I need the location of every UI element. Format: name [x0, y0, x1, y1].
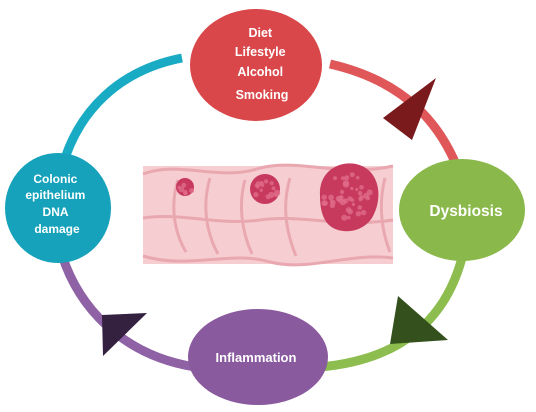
node-inflammation-bubble: [188, 309, 328, 405]
node-diet-lifestyle: Diet Lifestyle Alcohol Smoking: [190, 9, 322, 121]
node-epithelium-label: epithelium: [25, 188, 85, 202]
polyp-bump: [357, 190, 363, 196]
node-dysbiosis-bubble: [399, 159, 525, 261]
polyp-bump: [328, 194, 334, 201]
node-inflammation: Inflammation: [188, 309, 328, 405]
polyp-bump: [358, 195, 364, 201]
polyp-bump: [341, 176, 345, 181]
polyp-bump: [265, 194, 271, 200]
polyp-bump: [357, 205, 363, 210]
polyp-bump: [321, 194, 327, 200]
node-alcohol-label: Alcohol: [237, 65, 283, 79]
polyp-bump: [333, 176, 337, 181]
polyp-medium: [250, 174, 280, 204]
polyp-bump: [343, 198, 349, 204]
node-smoking-label: Smoking: [236, 88, 289, 102]
node-diet-lifestyle-bubble: [190, 9, 322, 121]
polyp-bump: [253, 192, 259, 198]
polyp-bump: [263, 179, 269, 184]
node-dna-label: DNA: [43, 205, 69, 219]
polyp-bump: [345, 207, 352, 213]
node-lifestyle-label: Lifestyle: [235, 45, 286, 59]
polyp-texture: [177, 172, 373, 221]
node-inflammation-label: Inflammation: [216, 350, 297, 365]
polyp-bump: [183, 191, 188, 196]
polyp-bump: [181, 182, 187, 188]
node-diet-label: Diet: [248, 26, 272, 40]
arc-inflammation-to-dna-damage: [57, 253, 196, 372]
polyp-bump: [350, 198, 355, 203]
polyp-bump: [339, 189, 345, 195]
arrowhead-red-icon: [383, 78, 436, 140]
svg-text:Colonic epithelium: Colonic epithelium DNA damage: [25, 172, 88, 236]
node-dna-damage-bubble: [5, 153, 111, 263]
polyp-bump: [359, 185, 364, 190]
polyp-bump: [260, 183, 265, 188]
polyp-bump: [189, 188, 195, 194]
polyp-bump: [349, 172, 355, 178]
polyp-bump: [255, 181, 262, 187]
polyp-bump: [355, 175, 360, 180]
polyp-bump: [363, 192, 369, 199]
polyp-bump: [178, 186, 185, 193]
arrowhead-green-icon: [390, 296, 448, 344]
polyp-bump: [355, 211, 362, 217]
polyp-bump: [350, 186, 354, 191]
polyp-bump: [355, 187, 359, 192]
node-dysbiosis-label: Dysbiosis: [429, 203, 502, 220]
polyp-bump: [329, 202, 336, 209]
polyp-bump: [351, 202, 355, 206]
arc-dna-damage-to-diet: [57, 53, 183, 170]
polyp-bump: [321, 200, 328, 207]
node-dna-damage: Colonic epithelium DNA damage: [5, 153, 111, 263]
svg-text:Diet Lifestyle Alc: Diet Lifestyle Alcohol Smoking: [235, 26, 289, 102]
node-colonic-label: Colonic: [33, 172, 77, 186]
polyp-bump: [360, 209, 367, 216]
polyp-bump: [346, 215, 351, 220]
polyp-bump: [342, 180, 350, 187]
polyp-bump: [274, 193, 278, 197]
node-dysbiosis: Dysbiosis: [399, 159, 525, 261]
colon-illustration: [142, 163, 394, 267]
polyp-bump: [344, 175, 350, 181]
polyp-bump: [269, 181, 274, 186]
node-damage-label: damage: [34, 222, 80, 236]
arrowhead-purple-icon: [102, 313, 147, 356]
polyp-bump: [271, 186, 276, 191]
polyp-bump: [259, 188, 263, 192]
polyp-bump: [338, 195, 344, 200]
polyp-bump: [341, 214, 348, 221]
